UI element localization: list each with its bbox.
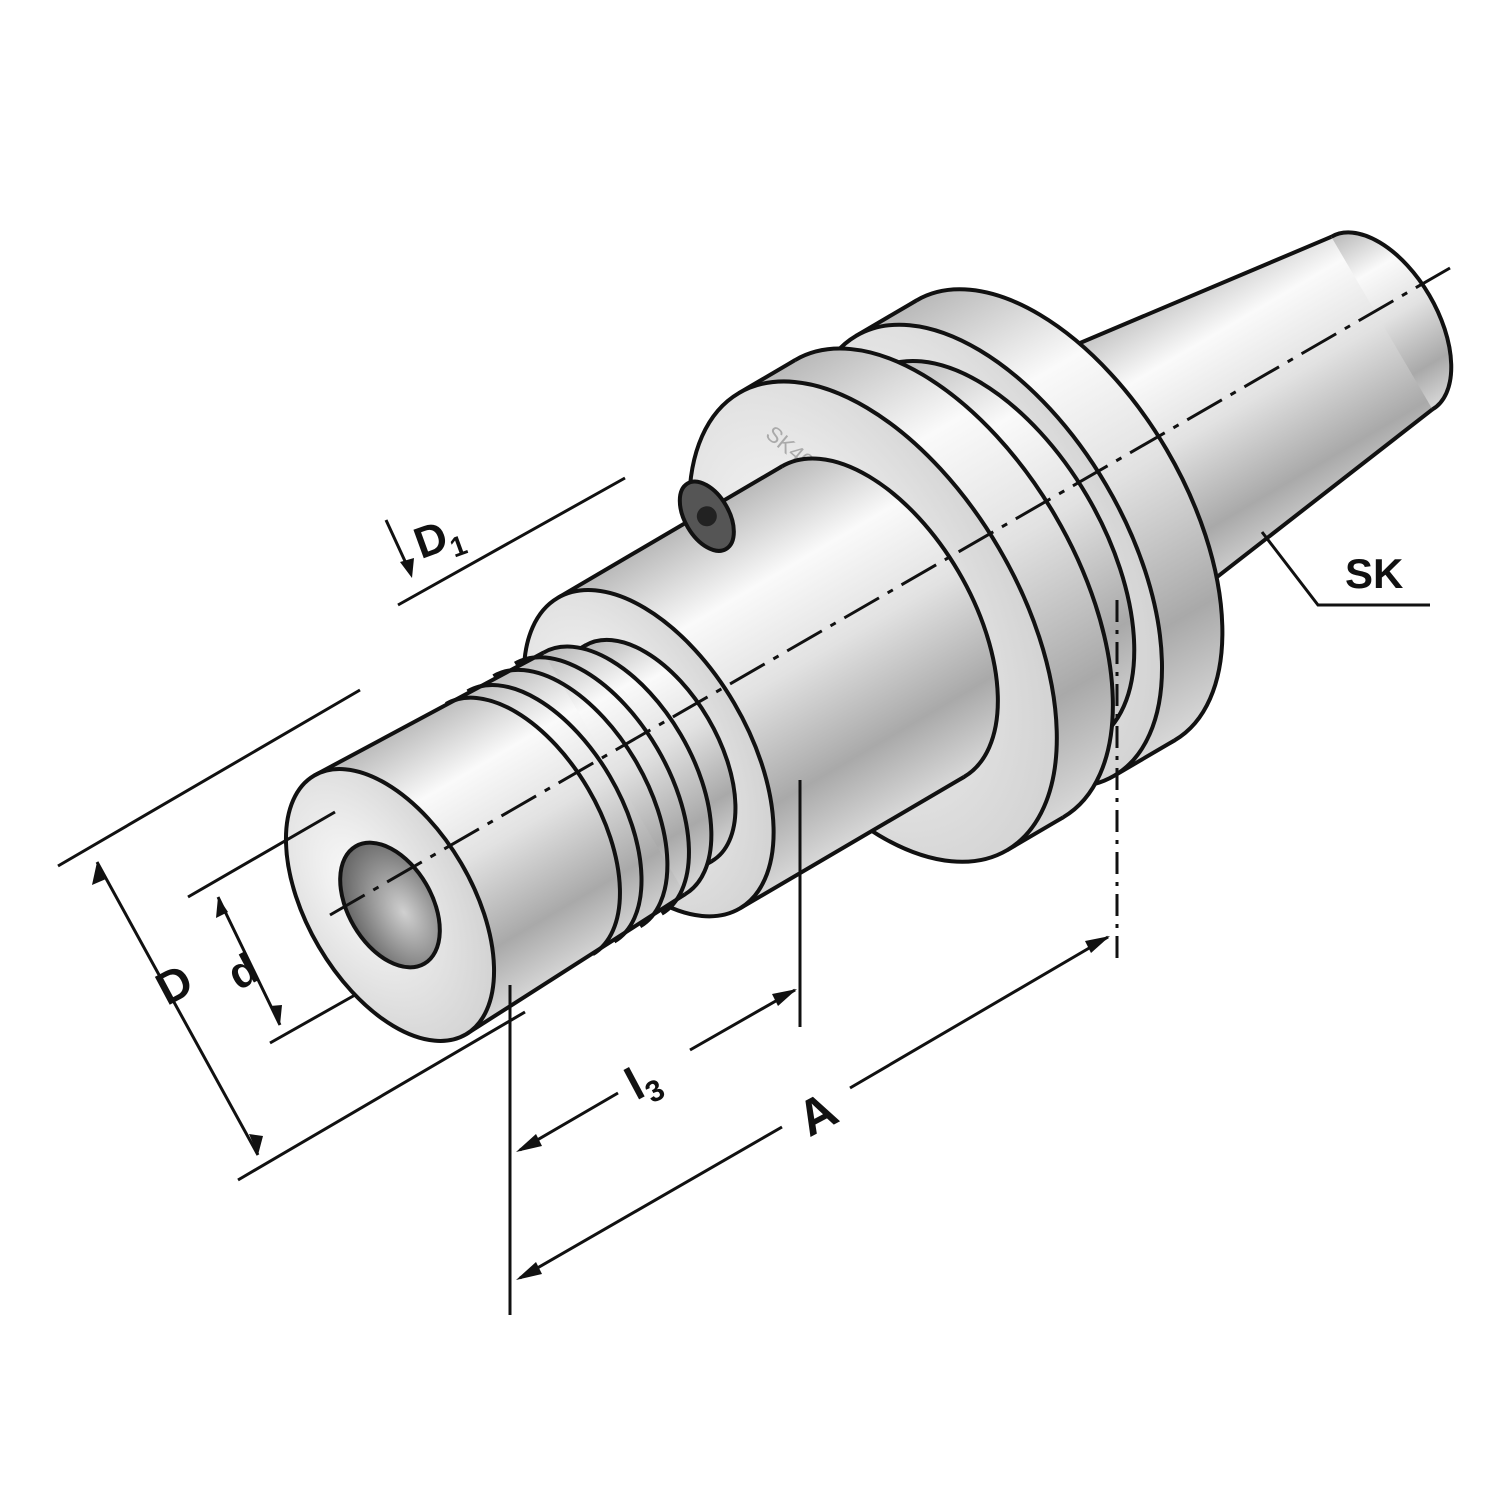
nut-groove — [492, 667, 670, 929]
center-axis-line — [329, 266, 1451, 917]
label-d: d — [220, 944, 267, 1000]
dimension-l3: l3 — [516, 988, 797, 1152]
label-l3: l3 — [616, 1050, 670, 1116]
collar-edge — [556, 464, 783, 600]
hex-socket-icon — [696, 506, 717, 527]
label-A: A — [788, 1081, 846, 1147]
label-D1: D1 — [408, 506, 471, 574]
nut-groove — [444, 695, 622, 956]
nut-groove — [466, 683, 644, 944]
collar-edge — [738, 775, 966, 911]
nut-groove — [513, 655, 691, 916]
dimension-d: d — [187, 810, 356, 1045]
collar — [557, 466, 965, 909]
bore-hole — [338, 840, 442, 970]
dimension-A: A — [516, 935, 1110, 1280]
label-SK: SK — [1345, 550, 1403, 597]
tool-holder-body: SK40-16-90 — [283, 230, 1454, 1043]
label-D: D — [147, 954, 201, 1016]
label-SK-leader: SK — [1260, 531, 1430, 607]
